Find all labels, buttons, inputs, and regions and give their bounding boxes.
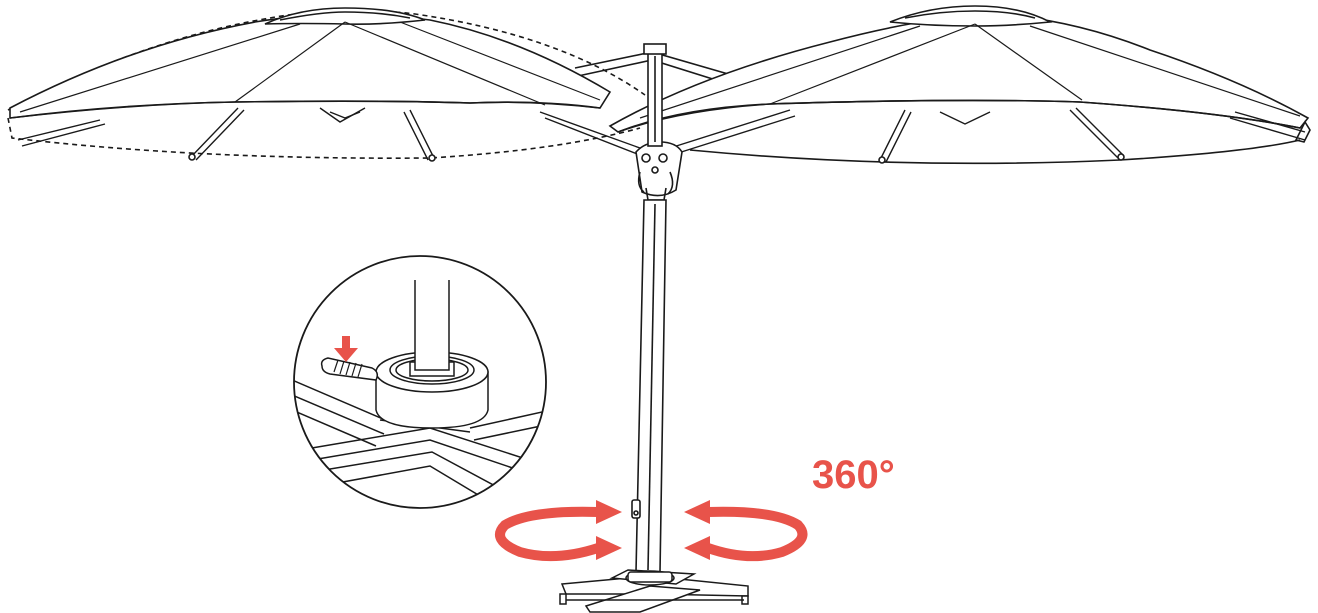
right-canopy	[608, 5, 1311, 165]
down-arrow	[334, 336, 358, 362]
upper-mast	[643, 43, 667, 147]
right-canopy-crown	[889, 5, 1053, 27]
rotation-arrowheads	[596, 500, 710, 560]
hub-joint	[635, 141, 683, 201]
rotation-arrow-right	[706, 506, 808, 562]
right-canopy-body	[608, 13, 1310, 133]
arrowhead-right-lower	[684, 536, 710, 560]
cross-base	[559, 569, 749, 613]
arrowhead-left-upper	[596, 500, 622, 524]
rotation-arrow-left	[495, 506, 600, 562]
rotation-arrows	[495, 506, 808, 562]
arrowhead-right-upper	[684, 500, 710, 524]
main-pole	[631, 199, 667, 573]
detail-magnifier	[293, 255, 547, 509]
rotation-label: 360°	[812, 453, 895, 497]
left-canopy	[7, 7, 646, 162]
left-canopy-crown	[264, 7, 426, 25]
arrowhead-left-lower	[596, 536, 622, 560]
